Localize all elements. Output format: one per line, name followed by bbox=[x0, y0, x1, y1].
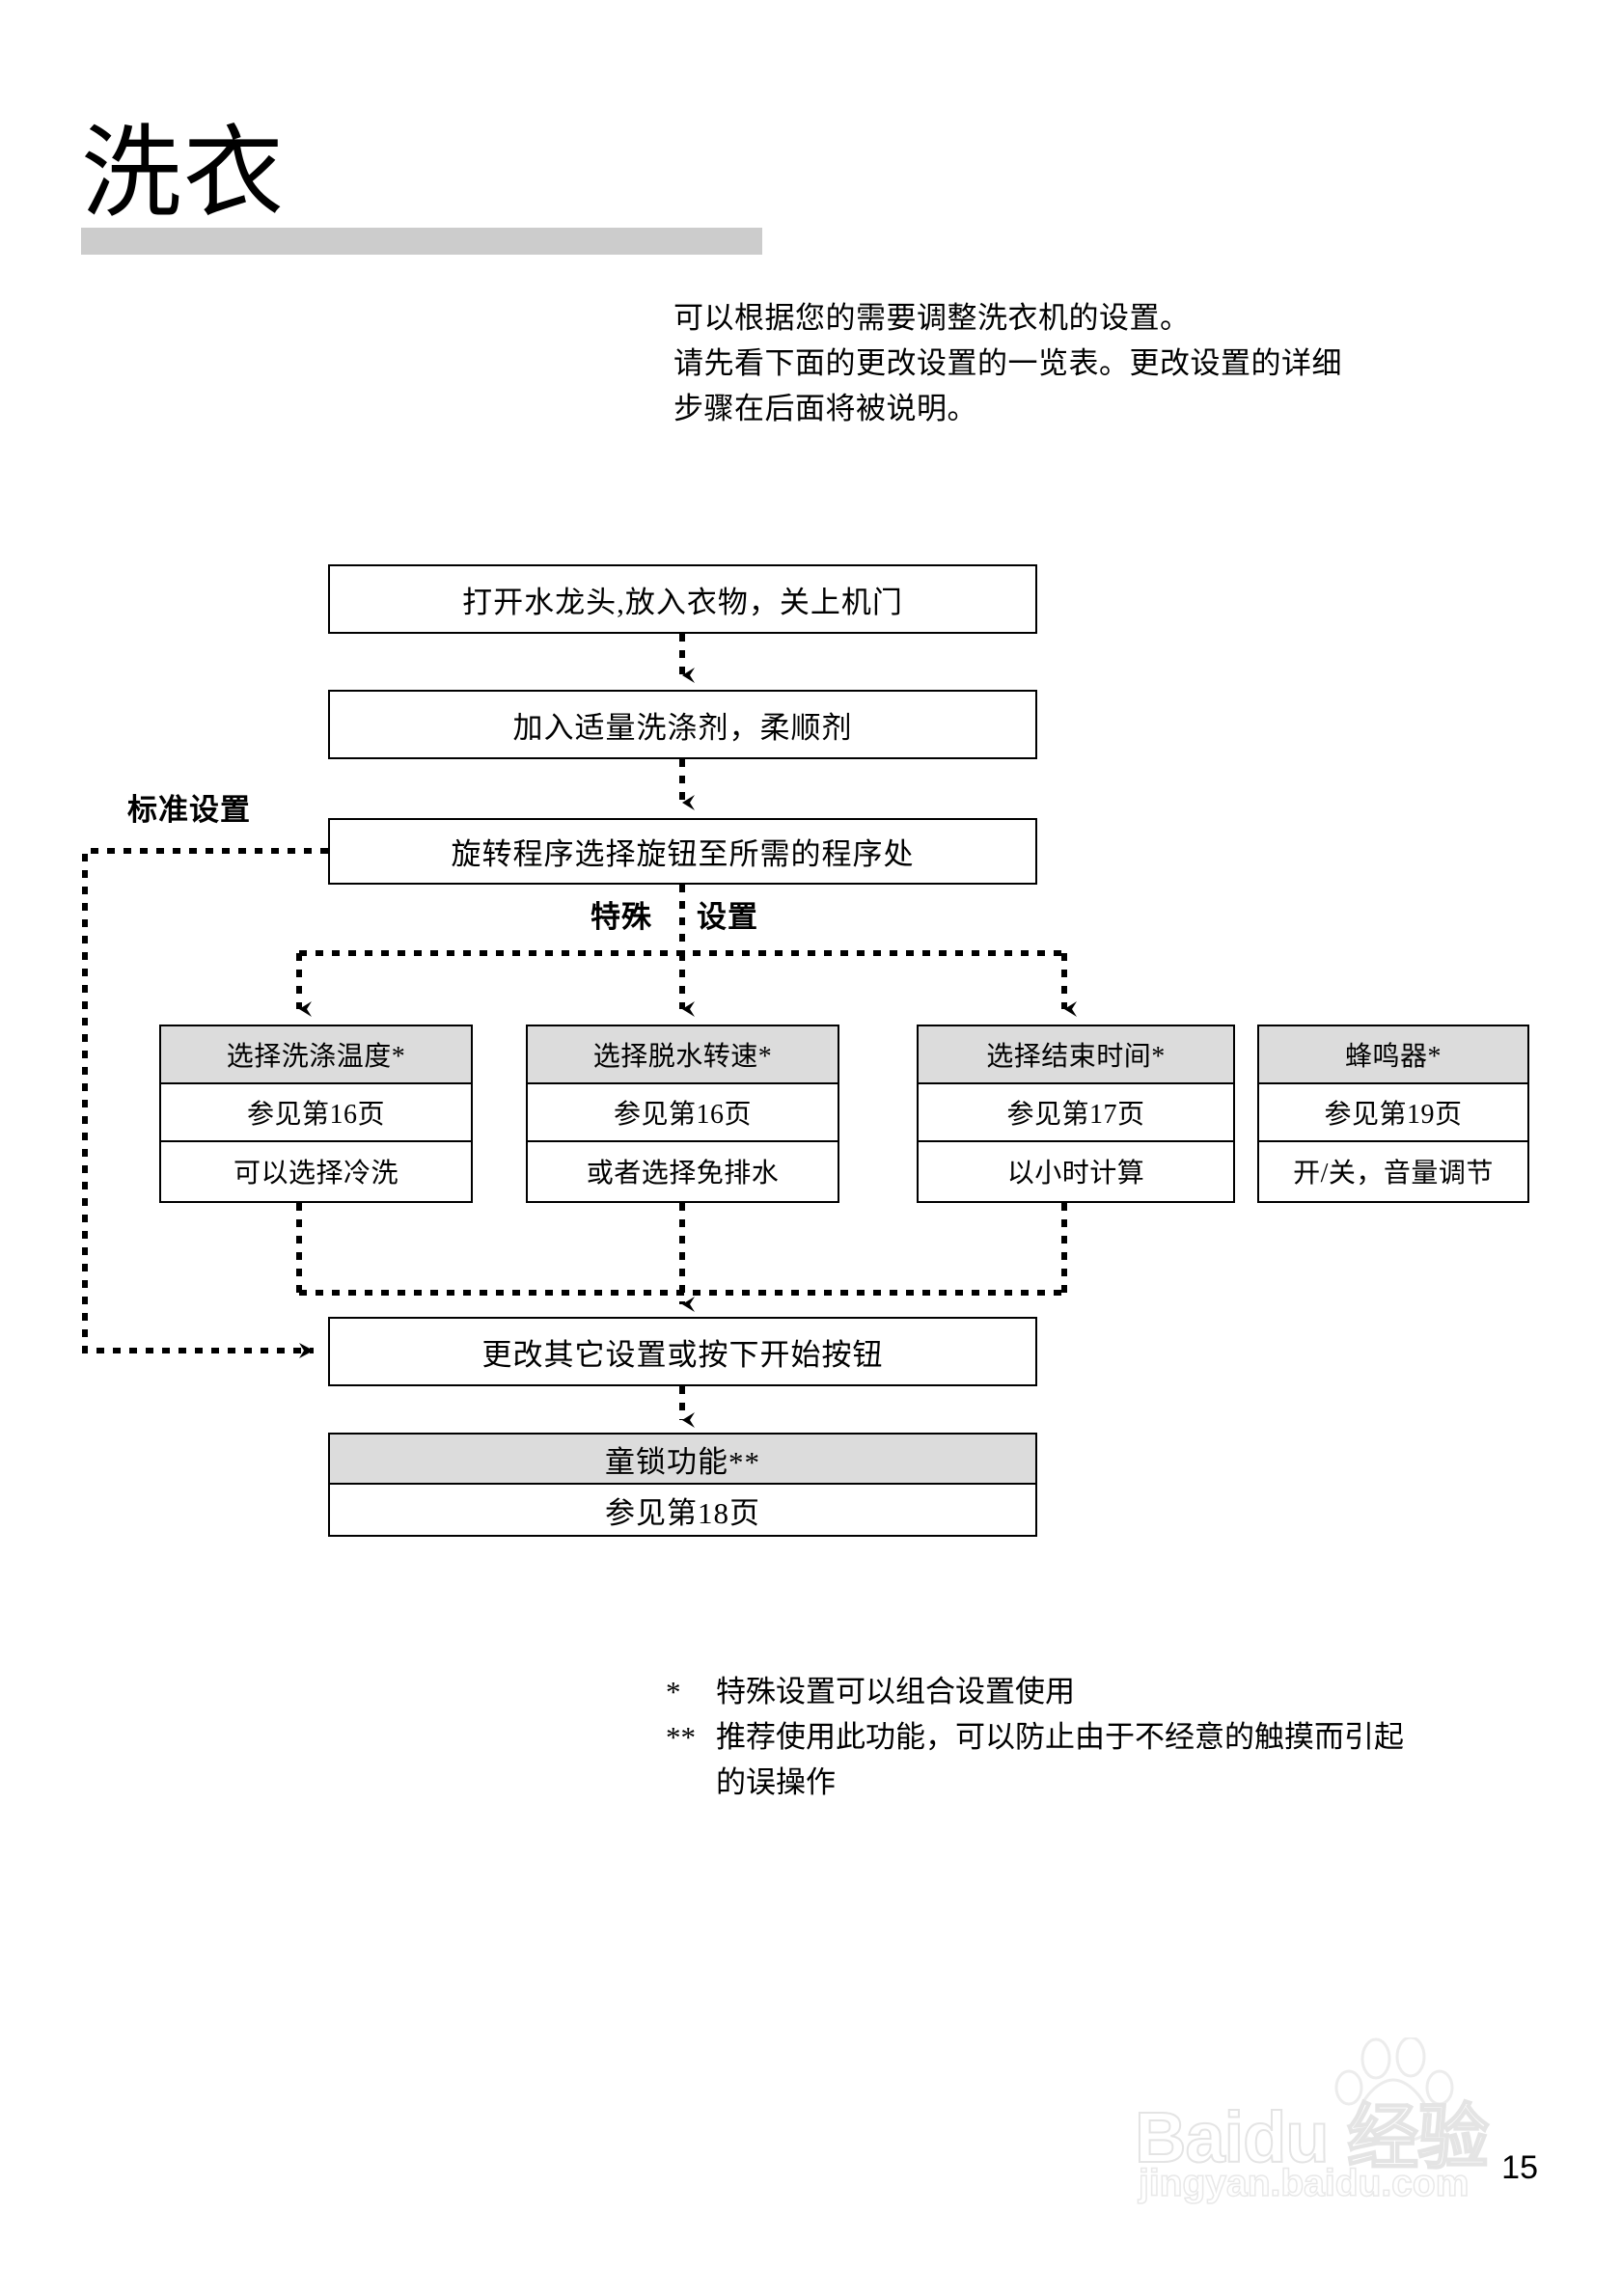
footnote-mark bbox=[666, 1760, 716, 1805]
option-card-title: 蜂鸣器* bbox=[1259, 1026, 1527, 1084]
flow-step-3: 旋转程序选择旋钮至所需的程序处 bbox=[328, 818, 1037, 885]
option-card-reference: 参见第16页 bbox=[528, 1084, 838, 1142]
footnote-text: 推荐使用此功能，可以防止由于不经意的触摸而引起 bbox=[716, 1720, 1404, 1754]
flow-step-4: 更改其它设置或按下开始按钮 bbox=[328, 1317, 1037, 1386]
flow-step-2: 加入适量洗涤剂，柔顺剂 bbox=[328, 690, 1037, 759]
child-lock-reference: 参见第18页 bbox=[605, 1495, 760, 1530]
page-number: 15 bbox=[1501, 2149, 1538, 2186]
intro-line-2: 请先看下面的更改设置的一览表。更改设置的详细 bbox=[673, 346, 1342, 380]
option-card-wash-temperature: 选择洗涤温度* 参见第16页 可以选择冷洗 bbox=[159, 1025, 473, 1203]
flow-step-1: 打开水龙头,放入衣物，关上机门 bbox=[328, 564, 1037, 634]
footnote-double-star-continued: 的误操作 bbox=[666, 1760, 1534, 1805]
intro-line-3: 步骤在后面将被说明。 bbox=[673, 392, 977, 425]
intro-line-1: 可以根据您的需要调整洗衣机的设置。 bbox=[673, 301, 1191, 335]
intro-paragraph: 可以根据您的需要调整洗衣机的设置。 请先看下面的更改设置的一览表。更改设置的详细… bbox=[673, 295, 1523, 431]
child-lock-title: 童锁功能** bbox=[330, 1435, 1035, 1485]
child-lock-box: 童锁功能** 参见第18页 bbox=[328, 1433, 1037, 1537]
option-card-title: 选择脱水转速* bbox=[528, 1026, 838, 1084]
footnote-text: 的误操作 bbox=[716, 1765, 836, 1799]
option-card-end-time: 选择结束时间* 参见第17页 以小时计算 bbox=[917, 1025, 1235, 1203]
title-rule bbox=[81, 228, 762, 255]
flow-step-1-label: 打开水龙头,放入衣物，关上机门 bbox=[462, 585, 903, 619]
branch-label-special-part1: 特殊 bbox=[591, 900, 652, 934]
footnotes: * 特殊设置可以组合设置使用 ** 推荐使用此功能，可以防止由于不经意的触摸而引… bbox=[666, 1669, 1534, 1805]
option-card-title: 选择结束时间* bbox=[919, 1026, 1233, 1084]
watermark-main-text: Baidu 经验 bbox=[1134, 2096, 1490, 2178]
option-card-title: 选择洗涤温度* bbox=[161, 1026, 471, 1084]
option-card-note: 或者选择免排水 bbox=[586, 1159, 780, 1189]
option-card-buzzer: 蜂鸣器* 参见第19页 开/关，音量调节 bbox=[1257, 1025, 1529, 1203]
watermark-sub-text: jingyan.baidu.com bbox=[1138, 2162, 1470, 2205]
flow-step-4-label: 更改其它设置或按下开始按钮 bbox=[481, 1337, 884, 1372]
branch-label-special-part2: 设置 bbox=[697, 900, 758, 934]
flow-step-2-label: 加入适量洗涤剂，柔顺剂 bbox=[512, 710, 853, 745]
flow-step-3-label: 旋转程序选择旋钮至所需的程序处 bbox=[451, 837, 915, 871]
baidu-watermark: Baidu 经验 jingyan.baidu.com bbox=[1134, 2037, 1550, 2221]
page-title: 洗衣 bbox=[81, 118, 287, 230]
footnote-mark: * bbox=[666, 1675, 681, 1708]
option-card-note: 开/关，音量调节 bbox=[1293, 1159, 1494, 1189]
branch-label-standard: 标准设置 bbox=[127, 793, 251, 827]
option-card-reference: 参见第17页 bbox=[919, 1084, 1233, 1142]
paw-print-icon bbox=[1334, 2037, 1454, 2144]
option-card-note: 可以选择冷洗 bbox=[233, 1159, 398, 1189]
option-card-note: 以小时计算 bbox=[1006, 1159, 1145, 1189]
footnote-double-star: ** 推荐使用此功能，可以防止由于不经意的触摸而引起 bbox=[666, 1714, 1534, 1760]
option-card-reference: 参见第16页 bbox=[161, 1084, 471, 1142]
footnote-mark: ** bbox=[666, 1720, 696, 1754]
option-card-spin-speed: 选择脱水转速* 参见第16页 或者选择免排水 bbox=[526, 1025, 839, 1203]
footnote-text: 特殊设置可以组合设置使用 bbox=[716, 1675, 1075, 1708]
footnote-single-star: * 特殊设置可以组合设置使用 bbox=[666, 1669, 1534, 1714]
option-card-reference: 参见第19页 bbox=[1259, 1084, 1527, 1142]
